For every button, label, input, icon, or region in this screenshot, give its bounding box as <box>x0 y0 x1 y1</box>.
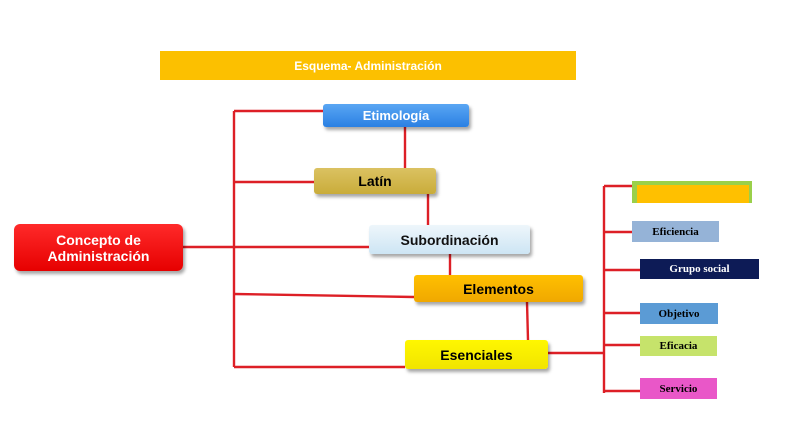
empty-element-box <box>632 181 752 203</box>
diagram-title-text: Esquema- Administración <box>294 58 442 73</box>
diagram-title: Esquema- Administración <box>160 51 576 80</box>
subordinacion-label: Subordinación <box>400 231 499 248</box>
objetivo-label: Objetivo <box>658 307 700 320</box>
latin-node: Latín <box>314 168 436 194</box>
etimologia-label: Etimología <box>362 108 430 123</box>
esenciales-label: Esenciales <box>440 346 513 363</box>
eficacia-label: Eficacia <box>659 340 698 352</box>
latin-label: Latín <box>358 173 392 189</box>
grupo-social-label: Grupo social <box>669 263 730 275</box>
elementos-node: Elementos <box>414 275 583 302</box>
etimologia-node: Etimología <box>323 104 469 127</box>
subordinacion-node: Subordinación <box>369 225 530 254</box>
eficacia-box: Eficacia <box>640 336 717 356</box>
concept-line-1: Concepto de <box>56 231 141 248</box>
elementos-label: Elementos <box>463 280 534 297</box>
concept-node: Concepto de Administración <box>14 224 183 271</box>
connector-line <box>525 301 530 341</box>
empty-element-fill <box>637 185 749 203</box>
servicio-box: Servicio <box>640 378 717 399</box>
objetivo-box: Objetivo <box>640 303 718 324</box>
servicio-label: Servicio <box>659 382 698 395</box>
eficiencia-box: Eficiencia <box>632 221 719 242</box>
connector-line <box>233 292 415 299</box>
concept-line-2: Administración <box>47 247 150 264</box>
eficiencia-label: Eficiencia <box>652 225 699 238</box>
esenciales-node: Esenciales <box>405 340 548 369</box>
grupo-social-box: Grupo social <box>640 259 759 279</box>
